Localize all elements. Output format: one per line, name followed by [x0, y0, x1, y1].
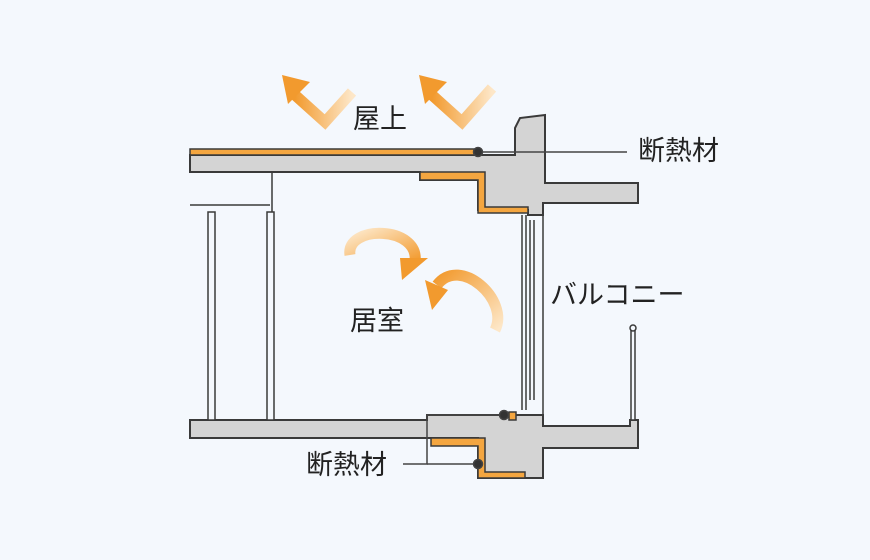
floor-slab — [189, 414, 639, 479]
balcony-label: バルコニー — [550, 280, 685, 311]
window-frame — [521, 117, 546, 415]
room-label: 居室 — [350, 306, 404, 337]
roof-slab — [189, 113, 639, 216]
insulation-top-label: 断熱材 — [638, 136, 719, 167]
heat-release-arrows — [282, 75, 504, 333]
insulation-bottom-label: 断熱材 — [306, 450, 387, 481]
leader-lines — [403, 146, 627, 470]
roof-label: 屋上 — [353, 104, 407, 135]
interior-walls — [190, 172, 275, 421]
balcony-railing — [629, 324, 637, 421]
